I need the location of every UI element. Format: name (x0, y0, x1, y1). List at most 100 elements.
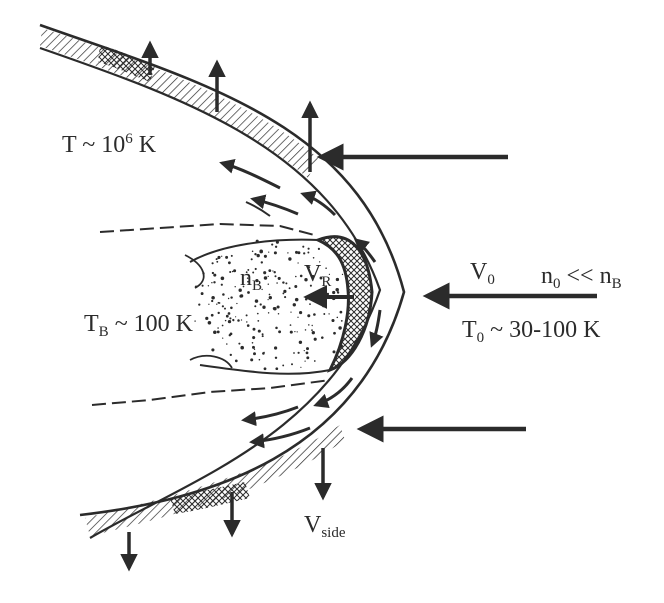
flow-streak-9 (245, 201, 271, 217)
cloud-speckle (247, 291, 250, 294)
cloud-speckle (340, 344, 343, 348)
cloud-speckle (229, 332, 233, 336)
cloud-speckle (263, 271, 267, 275)
cloud-speckle (307, 251, 310, 254)
cloud-speckle (294, 285, 298, 288)
cloud-speckle (294, 330, 296, 333)
cloud-speckle (231, 270, 234, 273)
cloud-speckle (335, 287, 339, 292)
flow-streak-3 (300, 190, 337, 217)
cloud-speckle (341, 273, 344, 276)
cloud-speckle (217, 257, 220, 260)
cloud-speckle (333, 331, 336, 335)
cloud-speckle (226, 343, 228, 345)
cloud-speckle (300, 366, 302, 368)
cloud-compressed-cap (314, 235, 374, 373)
cloud-speckle (201, 284, 204, 287)
cloud-speckle (304, 329, 307, 331)
cloud-speckles (194, 239, 344, 371)
cloud-speckle (263, 367, 267, 371)
cloud-speckle (211, 348, 215, 352)
cloud-speckle (224, 319, 227, 322)
cloud-speckle (325, 267, 327, 269)
cloud-speckle (326, 292, 330, 296)
cloud-speckle (305, 351, 309, 355)
cloud-speckle (245, 314, 248, 317)
cloud-speckle (227, 297, 230, 300)
cloud-speckle (274, 245, 278, 248)
cloud-velocity-label: VR (304, 261, 332, 290)
cloud-speckle (293, 352, 295, 354)
cloud-speckle (256, 253, 260, 258)
cloud-speckle (229, 317, 232, 320)
cloud-speckle (221, 324, 224, 327)
flow-streak-1 (219, 158, 281, 190)
cloud-speckle (282, 281, 285, 284)
cloud-speckle (255, 239, 259, 243)
cloud-speckle (213, 281, 216, 284)
cloud-speckle (255, 279, 259, 283)
cloud-speckle (259, 303, 262, 306)
cloud-temperature-label: TB ~ 100 K (84, 311, 194, 340)
cloud-speckle (253, 348, 256, 351)
cloud-speckle (267, 283, 270, 285)
cloud-speckle (307, 314, 311, 318)
ambient-temperature-label: T0 ~ 30-100 K (462, 317, 601, 346)
cloud-speckle (257, 329, 261, 333)
cloud-speckle (340, 320, 343, 322)
cloud-speckle (207, 285, 210, 287)
cloud-speckle (290, 311, 292, 313)
cloud-speckle (311, 331, 315, 335)
cloud-speckle (261, 333, 264, 336)
cloud-speckle (297, 316, 299, 318)
cloud-speckle (211, 262, 214, 265)
cloud-speckle (311, 274, 315, 278)
cloud-speckle (313, 337, 317, 341)
cloud-speckle (252, 336, 256, 340)
cloud-speckle (261, 335, 264, 338)
cloud-speckle (284, 296, 287, 299)
cloud-boundary (189, 238, 331, 375)
cloud-speckle (235, 316, 237, 318)
cloud-speckle (211, 295, 215, 300)
cloud-speckle (221, 305, 224, 308)
cloud-speckle (256, 312, 259, 315)
cloud-speckle (299, 274, 303, 278)
cloud-speckle (250, 358, 254, 362)
cloud-speckle (227, 319, 232, 324)
ambient-velocity-label: V0 (470, 259, 495, 288)
cloud-speckle (285, 282, 288, 285)
cloud-speckle (323, 313, 326, 315)
cloud-speckle (328, 313, 330, 315)
cloud-speckle (260, 261, 263, 264)
cloud-speckle (328, 273, 331, 276)
cloud-speckle (297, 262, 299, 264)
lower-shell-crosshatch (170, 482, 250, 514)
cloud-speckle (288, 257, 292, 261)
cloud-speckle (252, 271, 255, 274)
cloud-speckle (217, 311, 220, 315)
cloud-speckle (303, 349, 305, 352)
cloud-speckle (217, 327, 219, 329)
cloud-speckle (213, 273, 217, 277)
cloud-speckle (278, 330, 282, 334)
cloud-speckle (288, 287, 291, 290)
cloud-speckle (268, 269, 272, 273)
flow-streak-6 (313, 377, 354, 409)
cloud-speckle (240, 345, 244, 350)
cloud-speckle (216, 303, 218, 305)
cloud-speckle (230, 306, 233, 310)
cloud-speckle (313, 360, 316, 362)
cloud-speckle (254, 267, 257, 271)
cloud-speckle (277, 312, 280, 315)
cloud-speckle (194, 285, 198, 289)
cloud-speckle (332, 290, 336, 295)
cloud-speckle (287, 252, 289, 254)
cloud-speckle (276, 282, 278, 284)
cloud-speckle (247, 280, 249, 283)
cloud-speckle (271, 243, 274, 246)
cloud-speckle (230, 254, 233, 257)
cloud-speckle (268, 296, 272, 300)
cloud-speckle (217, 301, 220, 304)
flow-streak-5 (369, 309, 384, 348)
